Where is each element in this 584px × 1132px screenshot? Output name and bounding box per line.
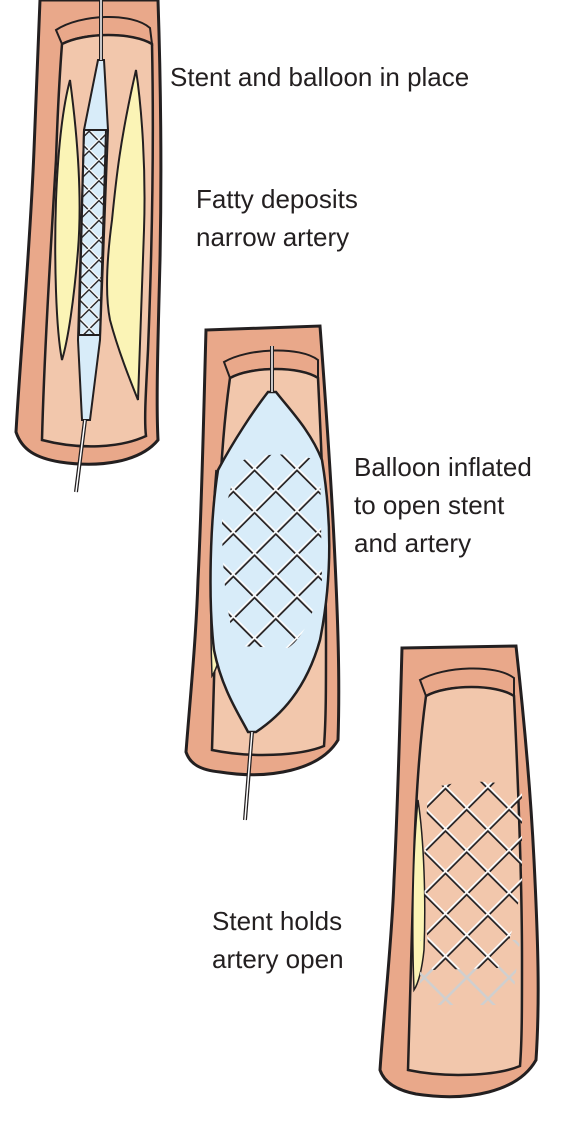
labels: Stent and balloon in place Fatty deposit… <box>170 62 532 974</box>
label-fatty-deposits: Fatty deposits <box>196 184 358 214</box>
plaque-deposit <box>105 69 146 401</box>
artery-step-1 <box>14 0 163 493</box>
label-and-artery: and artery <box>354 528 471 558</box>
label-to-open-stent: to open stent <box>354 490 505 520</box>
stent-expanded <box>222 454 322 648</box>
label-narrow-artery: narrow artery <box>196 222 349 252</box>
label-artery-open: artery open <box>212 944 344 974</box>
stent-in-place <box>424 781 522 970</box>
label-stent-and-balloon: Stent and balloon in place <box>170 62 469 92</box>
label-stent-holds: Stent holds <box>212 906 342 936</box>
artery-step-2 <box>184 324 341 821</box>
plaque-deposit <box>54 79 81 361</box>
artery-step-3 <box>378 644 540 1099</box>
label-balloon-inflated: Balloon inflated <box>354 452 532 482</box>
